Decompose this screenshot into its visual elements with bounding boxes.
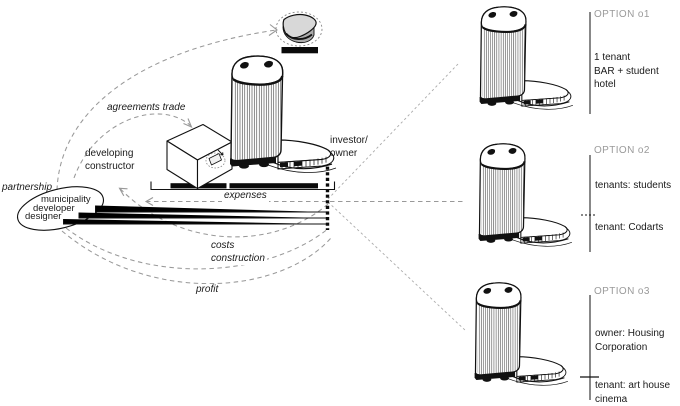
main-tower-building <box>228 54 338 174</box>
option-1-title: OPTION o1 <box>594 9 650 20</box>
fan-ray-option3 <box>327 201 467 332</box>
roof-bar <box>281 47 318 54</box>
option-3-title: OPTION o3 <box>594 286 650 297</box>
arc-partnership-to-roof <box>56 29 277 191</box>
agreements-trade-label: agreements trade <box>107 102 186 113</box>
expense-bar-right <box>229 183 318 189</box>
arc-investor-to-constructor <box>119 188 329 238</box>
costs-construction-label: costs construction <box>209 240 267 265</box>
option-1-building <box>478 5 574 111</box>
expenses-label: expenses <box>222 190 269 203</box>
trade-box <box>166 123 233 190</box>
partnership-label: partnership <box>2 182 53 193</box>
option-2-building <box>477 142 573 248</box>
option-3-top-text: owner: Housing Corporation <box>595 328 665 353</box>
option-1-text: 1 tenant BAR + student hotel <box>594 52 659 90</box>
partnership-ellipse <box>16 186 105 231</box>
arrow-to-trade-box-icon <box>183 118 193 129</box>
option-2-title: OPTION o2 <box>594 145 650 156</box>
option-2-top-text: tenants: students <box>595 180 672 191</box>
option-3-building <box>473 281 569 387</box>
arc-agreements-trade <box>73 113 192 179</box>
member-designer: designer <box>25 210 62 222</box>
arc-costs-construction <box>65 227 330 270</box>
profit-label: profit <box>194 284 221 297</box>
member-developer: developer <box>33 202 75 214</box>
investor-owner-label: investor/ owner <box>330 135 368 159</box>
expenses-arrow-icon <box>144 197 154 206</box>
member-municipality: municipality <box>41 194 91 205</box>
arc-profit <box>61 230 332 285</box>
fan-ray-option1 <box>327 63 459 200</box>
developing-constructor-label: developing constructor <box>85 148 135 172</box>
partnership-lines <box>63 205 326 225</box>
roof-wedge <box>275 11 323 47</box>
arrow-to-roof-icon <box>268 24 278 36</box>
option-3-bottom-text: tenant: art house cinema <box>595 380 671 405</box>
expense-bracket <box>150 181 336 191</box>
arrow-to-constructor-icon <box>118 187 128 197</box>
option-2-bottom-text: tenant: Codarts <box>595 222 664 233</box>
